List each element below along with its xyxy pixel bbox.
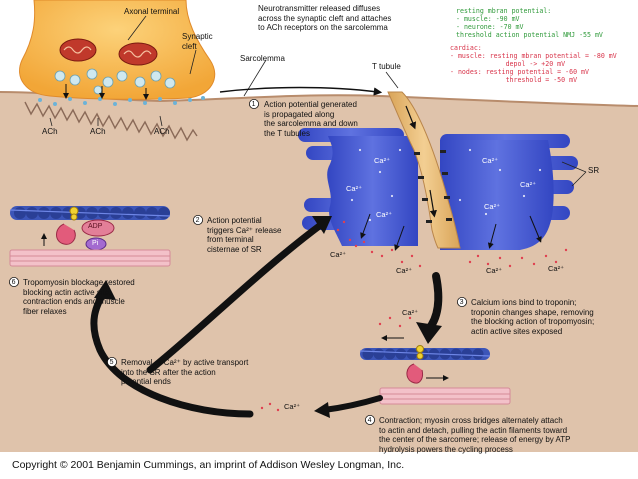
copyright: Copyright © 2001 Benjamin Cummings, an i… xyxy=(12,459,405,471)
neurotransmitter-note: Neurotransmitter released diffuses acros… xyxy=(258,4,392,32)
label-t-tubule: T tubule xyxy=(372,62,401,71)
cycle-arrow-back-to-sr xyxy=(146,220,326,374)
junctional-folds xyxy=(24,101,198,142)
label-axonal-terminal: Axonal terminal xyxy=(124,7,180,16)
cardiac-potential-note: cardiac: - muscle: resting mbran potenti… xyxy=(450,44,617,84)
step-6-text: Tropomyosin blockage restored blocking a… xyxy=(23,278,135,316)
calcium-label-sr-right-1: Ca²⁺ xyxy=(482,156,499,165)
action-potential-arrow xyxy=(219,86,383,96)
step-3-number: 3 xyxy=(459,298,464,306)
calcium-label-cytosol-3: Ca²⁺ xyxy=(486,266,503,275)
step-3-text: Calcium ions bind to troponin; troponin … xyxy=(471,298,595,336)
label-ach-1: ACh xyxy=(42,127,58,136)
step-5-number: 5 xyxy=(109,358,114,366)
calcium-label-cytosol-1: Ca²⁺ xyxy=(330,250,347,259)
label-ach-3: ACh xyxy=(154,127,170,136)
step-1-text: Action potential generated is propagated… xyxy=(264,100,358,138)
copyright-strip xyxy=(0,452,638,479)
relaxed-filament xyxy=(9,206,171,267)
calcium-label-sr-left-3: Ca²⁺ xyxy=(376,210,393,219)
step-2-text: Action potential triggers Ca²⁺ release f… xyxy=(207,216,282,254)
mitochondrion-right xyxy=(118,42,158,66)
synaptic-vesicles xyxy=(54,68,176,95)
t-tubule xyxy=(387,91,461,249)
sarcoplasmic-reticulum-right xyxy=(440,134,578,250)
step-6-number: 6 xyxy=(11,278,16,286)
calcium-dots-inside-sr xyxy=(350,148,542,222)
label-ach-2: ACh xyxy=(90,127,106,136)
axonal-terminal xyxy=(19,0,216,100)
label-sr: SR xyxy=(588,166,600,175)
resting-potential-note: resting mbran potential: - muscle: -90 m… xyxy=(456,7,603,39)
step-2-number: 2 xyxy=(195,216,200,224)
calcium-label-cytosol-2: Ca²⁺ xyxy=(396,266,413,275)
calcium-label-sr-right-2: Ca²⁺ xyxy=(520,180,537,189)
calcium-label-troponin: Ca²⁺ xyxy=(402,308,419,317)
sarcoplasmic-reticulum-left xyxy=(298,128,418,246)
step-5-text: Removal of Ca²⁺ by active transport into… xyxy=(121,358,249,386)
calcium-label-sr-left-2: Ca²⁺ xyxy=(346,184,363,193)
step-1-number: 1 xyxy=(251,100,256,108)
label-pi: Pi xyxy=(92,240,99,247)
step-4-text: Contraction; myosin cross bridges altern… xyxy=(379,416,571,454)
calcium-label-cytosol-4: Ca²⁺ xyxy=(548,264,565,273)
calcium-label-sr-right-3: Ca²⁺ xyxy=(484,202,501,211)
label-synaptic-cleft: Synaptic cleft xyxy=(182,32,213,51)
step-4-number: 4 xyxy=(367,416,372,424)
mitochondrion-left xyxy=(59,38,97,62)
label-adp: ADP xyxy=(88,223,103,230)
step-number-circles xyxy=(8,99,467,425)
label-sarcolemma: Sarcolemma xyxy=(240,54,285,63)
calcium-label-sr-left-1: Ca²⁺ xyxy=(374,156,391,165)
calcium-label-removal: Ca²⁺ xyxy=(284,402,301,411)
